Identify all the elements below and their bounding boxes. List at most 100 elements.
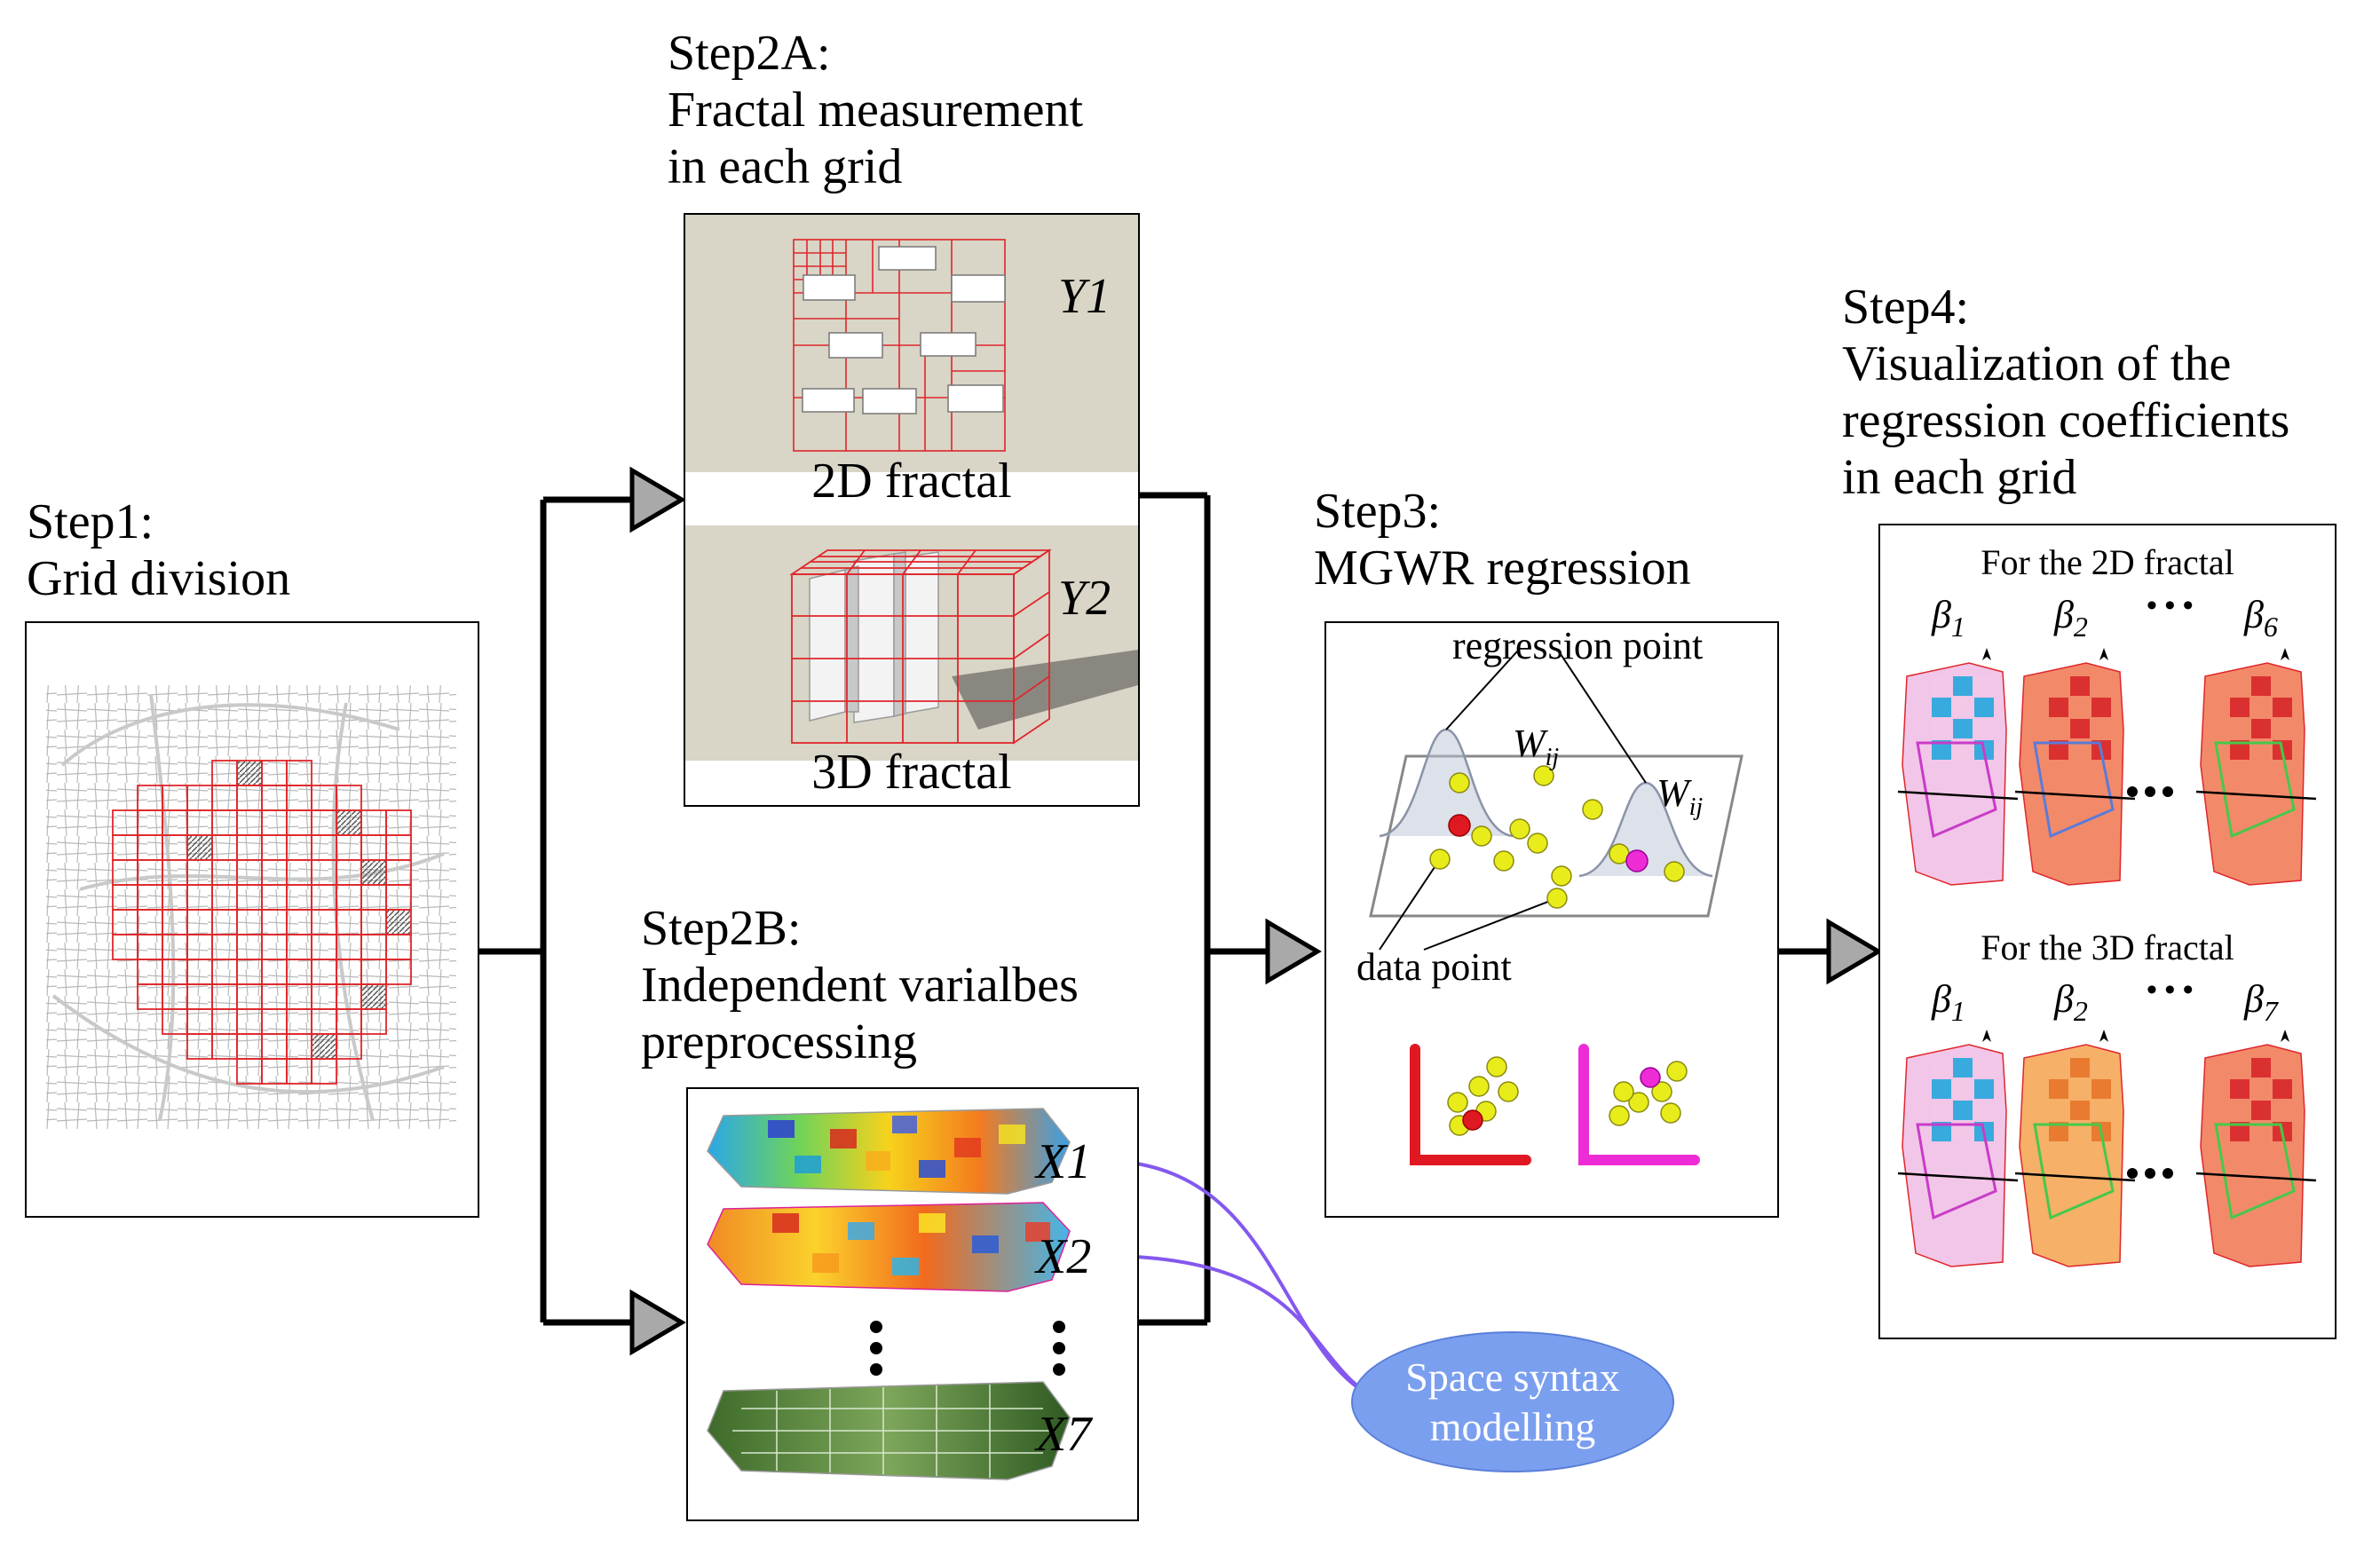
grid-cell <box>311 1058 337 1085</box>
grid-cell <box>385 909 412 935</box>
beta-subscript: 6 <box>2263 610 2278 643</box>
fractal-2d-illustration <box>685 215 1138 472</box>
regression-plane <box>1369 754 1743 918</box>
box-counting-grid-3d <box>789 549 1052 745</box>
coefficient-map <box>2014 1030 2136 1267</box>
step4-title-line4: in each grid <box>1842 450 2077 505</box>
grid-division-map <box>46 685 456 1129</box>
coefficient-map <box>1897 1030 2019 1267</box>
grid-cell <box>360 1008 387 1035</box>
step2a-title-line3: in each grid <box>668 139 903 194</box>
step1-title-line2: Grid division <box>27 551 291 606</box>
layer-x2-map <box>707 1202 1071 1292</box>
regression-point-label: regression point <box>1452 624 1704 667</box>
grid-cell <box>385 959 412 985</box>
beta-symbol: β <box>1932 977 1951 1021</box>
step4-title-line1: Step4: <box>1842 280 1970 335</box>
caption-3d-fractal: 3D fractal <box>811 745 1012 800</box>
step1-title-line1: Step1: <box>27 494 154 549</box>
weight-symbol-left: W <box>1513 722 1546 765</box>
grid-cell <box>336 809 362 836</box>
coefficient-map <box>2195 648 2317 886</box>
var-y1-label: Y1 <box>1058 269 1111 324</box>
beta-symbol: β <box>2054 593 2074 636</box>
step2b-title: Step2B: Independent varialbes preprocess… <box>641 900 1079 1070</box>
connector-step1-to-step2 <box>479 496 632 1326</box>
step2b-variables-panel: X1 X2 X7 <box>686 1087 1139 1521</box>
coefficient-map-group <box>1897 648 2317 1267</box>
grid-cell <box>360 859 387 886</box>
layer-x7-streets <box>732 1385 1052 1478</box>
step4-title-line2: Visualization of the <box>1842 336 2232 391</box>
panel-2d-title: For the 2D fractal <box>1981 542 2234 582</box>
space-syntax-line1: Space syntax <box>1405 1354 1620 1400</box>
step2b-title-line1: Step2B: <box>641 901 802 956</box>
step3-mgwr-panel: regression point data point Wij Wij <box>1324 621 1779 1218</box>
beta-3d-ellipsis: • • • <box>2147 974 2194 1006</box>
data-point-label: data point <box>1356 945 1512 989</box>
step2b-title-line3: preprocessing <box>641 1014 918 1069</box>
arrow-head-to-step2a <box>629 466 686 533</box>
arrow-head-to-step3 <box>1265 918 1322 985</box>
space-syntax-arrow-x2 <box>1112 1251 1376 1400</box>
var-x1-label: X1 <box>1036 1134 1092 1189</box>
layer-x1-cells <box>768 1116 1025 1178</box>
weight-symbol-right: W <box>1657 771 1689 815</box>
step4-title-line3: regression coefficients <box>1842 393 2290 448</box>
caption-2d-fractal: 2D fractal <box>811 454 1012 509</box>
space-syntax-node: Space syntax modelling <box>1351 1331 1674 1472</box>
beta-subscript: 1 <box>1950 994 1965 1027</box>
grid-cell <box>311 1033 337 1060</box>
step3-title-line2: MGWR regression <box>1314 541 1691 596</box>
space-syntax-arrow-x1 <box>1112 1156 1375 1400</box>
coefficient-map <box>2014 648 2136 886</box>
weight-label-left: Wij <box>1513 721 1559 772</box>
panel-3d-title: For the 3D fractal <box>1981 927 2234 967</box>
var-y2-label: Y2 <box>1058 571 1111 626</box>
regression-point-red <box>1448 814 1471 837</box>
fractal-3d-illustration <box>685 525 1138 761</box>
step4-visualization-panel: For the 2D fractal For the 3D fractal β1… <box>1878 524 2337 1339</box>
building-volumes-3d <box>809 551 939 723</box>
data-points <box>1429 765 1685 909</box>
beta-subscript: 2 <box>2073 610 2088 643</box>
step1-title: Step1: Grid division <box>27 493 290 607</box>
beta-2d-1: β1 <box>1932 592 1965 643</box>
weight-subscript-left: ij <box>1545 743 1560 771</box>
connector-step2-to-step3 <box>1139 492 1268 1326</box>
beta-3d-7: β7 <box>2244 976 2278 1028</box>
regression-point-magenta <box>1625 849 1649 872</box>
grid-cell <box>336 1033 362 1060</box>
grid-cell <box>360 983 387 1010</box>
beta-2d-2: β2 <box>2054 592 2088 643</box>
mgwr-illustration <box>1369 651 1743 1165</box>
var-x7-label: X7 <box>1036 1407 1092 1462</box>
beta-symbol: β <box>1932 593 1951 636</box>
arrow-head-to-step2b <box>629 1289 686 1356</box>
beta-subscript: 1 <box>1950 610 1965 643</box>
beta-3d-1: β1 <box>1932 976 1965 1028</box>
beta-2d-ellipsis: • • • <box>2147 589 2194 622</box>
leader-lines <box>1379 651 1647 951</box>
grid-cell <box>236 760 263 786</box>
grid-cell <box>186 834 213 861</box>
grid-cells <box>112 760 412 1085</box>
step3-title-line1: Step3: <box>1314 484 1442 539</box>
scatter-plot-magenta <box>1578 1044 1700 1165</box>
building-footprints-2d <box>802 246 1006 414</box>
scatter-plot-red <box>1410 1044 1531 1165</box>
step4-title: Step4: Visualization of the regression c… <box>1842 279 2289 506</box>
vertical-ellipsis-left <box>870 1321 882 1376</box>
beta-subscript: 7 <box>2263 994 2278 1027</box>
step2a-title-line1: Step2A: <box>668 26 831 81</box>
arrow-head-to-step4 <box>1826 918 1883 985</box>
horizontal-ellipsis-2d <box>2127 786 2173 797</box>
space-syntax-line2: modelling <box>1429 1403 1596 1449</box>
variable-layers-illustration <box>707 1108 1071 1480</box>
coefficient-map <box>1897 648 2019 886</box>
coefficient-maps <box>1897 648 2317 1267</box>
step2a-fractal-panel: Y1 2D fractal Y2 3D fr <box>684 213 1140 807</box>
beta-2d-6: β6 <box>2244 592 2278 643</box>
